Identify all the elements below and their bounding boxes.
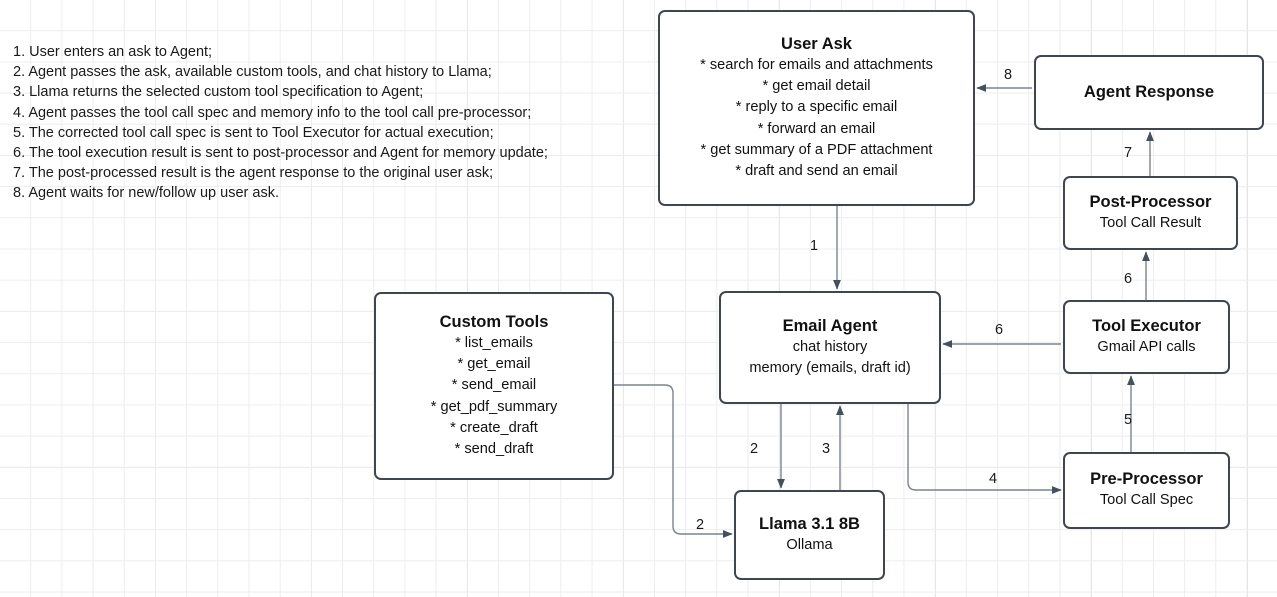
user-ask-item-5: * get summary of a PDF attachment: [700, 141, 933, 158]
node-user-ask-lines: * search for emails and attachments * ge…: [700, 55, 933, 183]
user-ask-item-2: * get email detail: [762, 77, 871, 94]
node-email-agent-sub-2: memory (emails, draft id): [749, 360, 911, 376]
node-post-processor-sub: Tool Call Result: [1099, 214, 1202, 231]
custom-tool-item-4: * get_pdf_summary: [430, 398, 558, 415]
legend-item-2: 2. Agent passes the ask, available custo…: [13, 64, 492, 81]
node-pre-processor-title: Pre-Processor: [1090, 470, 1203, 489]
legend-steps: 1. User enters an ask to Agent; 2. Agent…: [13, 42, 548, 204]
node-custom-tools-lines: * list_emails * get_email * send_email *…: [431, 333, 558, 461]
legend-item-7: 7. The post-processed result is the agen…: [13, 165, 494, 182]
node-email-agent-title: Email Agent: [782, 316, 878, 335]
node-custom-tools-title: Custom Tools: [439, 312, 549, 331]
edge-label-6a: 6: [1124, 271, 1133, 287]
custom-tool-item-6: * send_draft: [454, 441, 534, 458]
legend-item-1: 1. User enters an ask to Agent;: [13, 44, 213, 60]
edge-label-3: 3: [822, 441, 831, 457]
node-tool-executor[interactable]: Tool Executor Gmail API calls: [1063, 300, 1230, 374]
custom-tool-item-5: * create_draft: [450, 419, 538, 436]
edge-4-path: [907, 404, 1062, 494]
legend-item-5: 5. The corrected tool call spec is sent …: [13, 124, 494, 141]
node-tool-executor-sub: Gmail API calls: [1097, 338, 1196, 355]
node-agent-response-title: Agent Response: [1083, 83, 1215, 101]
node-llama-title: Llama 3.1 8B: [759, 514, 860, 533]
edge-2b-path: [614, 384, 733, 538]
edge-label-4: 4: [989, 471, 998, 487]
legend-item-6: 6. The tool execution result is sent to …: [13, 145, 548, 162]
node-agent-response[interactable]: Agent Response: [1034, 55, 1264, 130]
node-pre-processor-sub: Tool Call Spec: [1099, 492, 1194, 509]
legend-item-4: 4. Agent passes the tool call spec and m…: [13, 104, 532, 121]
legend-item-3: 3. Llama returns the selected custom too…: [13, 84, 424, 101]
legend-item-8: 8. Agent waits for new/follow up user as…: [13, 185, 279, 202]
node-email-agent[interactable]: Email Agent chat history memory (emails,…: [719, 291, 941, 404]
node-llama[interactable]: Llama 3.1 8B Ollama: [734, 490, 885, 580]
node-user-ask[interactable]: User Ask * search for emails and attachm…: [658, 10, 975, 206]
custom-tool-item-1: * list_emails: [455, 334, 533, 351]
node-tool-executor-title: Tool Executor: [1092, 316, 1201, 335]
node-email-agent-sub-1: chat history: [792, 338, 868, 355]
node-llama-sub: Ollama: [786, 536, 833, 553]
node-pre-processor[interactable]: Pre-Processor Tool Call Spec: [1063, 452, 1230, 529]
user-ask-item-6: * draft and send an email: [735, 163, 898, 180]
edge-label-7: 7: [1124, 145, 1133, 161]
user-ask-item-3: * reply to a specific email: [735, 99, 898, 116]
node-post-processor[interactable]: Post-Processor Tool Call Result: [1063, 176, 1238, 250]
edge-label-5: 5: [1124, 412, 1133, 428]
edge-label-1: 1: [810, 238, 819, 254]
custom-tool-item-3: * send_email: [451, 377, 537, 394]
user-ask-item-4: * forward an email: [757, 120, 876, 137]
edge-label-6b: 6: [995, 322, 1004, 338]
edge-label-8: 8: [1004, 67, 1013, 83]
node-post-processor-title: Post-Processor: [1089, 192, 1212, 211]
node-custom-tools[interactable]: Custom Tools * list_emails * get_email *…: [374, 292, 614, 480]
user-ask-item-1: * search for emails and attachments: [700, 56, 933, 73]
edge-label-2a: 2: [750, 441, 759, 457]
edge-label-2b: 2: [696, 517, 705, 533]
node-user-ask-title: User Ask: [781, 34, 852, 53]
custom-tool-item-2: * get_email: [457, 355, 531, 372]
